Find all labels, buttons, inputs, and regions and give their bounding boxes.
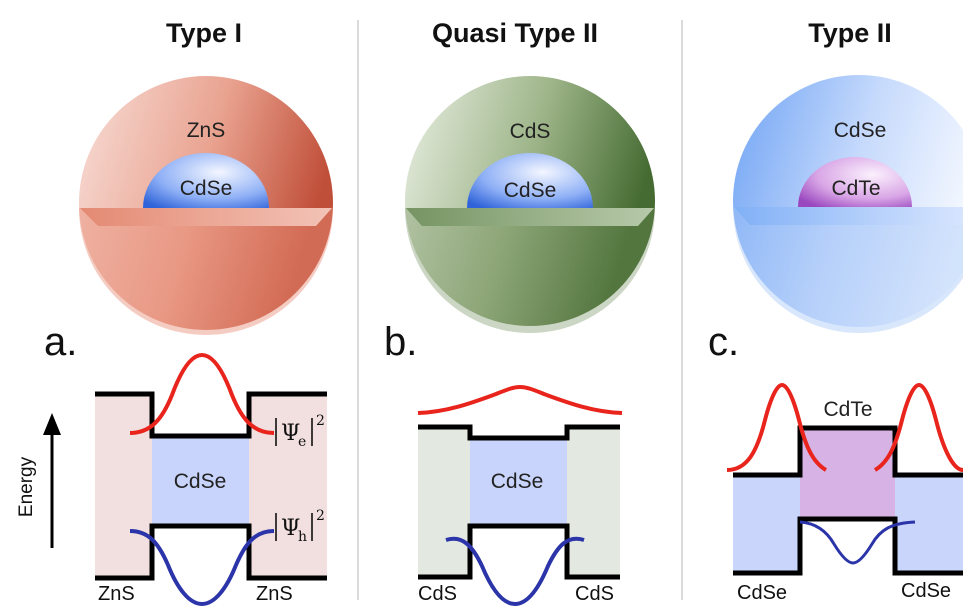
- core-cdte-c: [798, 157, 912, 207]
- band-diagram-quasi-type-ii: CdSe CdS CdS: [417, 384, 623, 607]
- band-diagram-type-ii: CdTe CdSe CdSe: [726, 382, 963, 604]
- core-label-c: CdTe: [831, 177, 880, 200]
- hole-wavefunction-a: [129, 529, 275, 607]
- sphere-quasi-type-ii: CdS CdSe: [405, 76, 655, 333]
- core-band-a: [152, 436, 249, 526]
- core-cdse-a: [143, 153, 269, 208]
- shell-label-b: CdS: [510, 120, 551, 143]
- electron-density-label: Ψ e 2: [275, 413, 325, 450]
- shell-band-left-b: [418, 427, 470, 577]
- band-diagram-type-i: CdSe ZnS ZnS Ψ e 2 Ψ h 2: [95, 352, 327, 607]
- band-core-label-b: CdSe: [491, 470, 544, 493]
- bottom-label-right-b: CdS: [575, 583, 614, 605]
- band-core-label-a: CdSe: [174, 470, 227, 493]
- psi-e-power: 2: [316, 413, 325, 429]
- title-type-ii: Type II: [808, 18, 892, 48]
- panel-letter-a: a.: [44, 320, 77, 364]
- core-band-c: [800, 428, 895, 519]
- core-label-b: CdSe: [504, 179, 557, 202]
- band-core-label-c: CdTe: [823, 398, 872, 421]
- core-cdse-b: [467, 153, 593, 208]
- bottom-label-left-b: CdS: [418, 583, 457, 605]
- conduction-band-edge-b: [418, 424, 620, 441]
- psi-h-symbol: Ψ: [281, 516, 300, 541]
- shell-band-right-b: [567, 427, 620, 577]
- valence-band-edge-c: [733, 516, 963, 576]
- bottom-label-right-a: ZnS: [256, 583, 293, 605]
- bottom-label-right-c: CdSe: [901, 580, 951, 602]
- hole-wavefunction-c: [799, 520, 916, 565]
- energy-axis-label: Energy: [16, 456, 37, 517]
- title-quasi-type-ii: Quasi Type II: [432, 18, 598, 48]
- valence-band-edge-a: [95, 523, 327, 581]
- sphere-type-ii: CdSe CdTe: [733, 75, 963, 333]
- psi-e-subscript: e: [298, 434, 306, 450]
- shell-band-left-a: [95, 394, 152, 578]
- bottom-label-left-c: CdSe: [737, 582, 787, 604]
- electron-wavefunction-b: [417, 384, 623, 415]
- sphere-type-i: ZnS CdSe: [79, 76, 333, 335]
- electron-wavefunction-c-left: [726, 382, 828, 472]
- core-label-a: CdSe: [180, 177, 233, 200]
- conduction-band-edge-a: [95, 391, 327, 439]
- conduction-band-edge-c: [733, 425, 963, 478]
- bottom-label-left-a: ZnS: [98, 583, 135, 605]
- title-type-i: Type I: [166, 18, 242, 48]
- electron-wavefunction-a: [129, 352, 275, 435]
- shell-label-c: CdSe: [834, 119, 887, 142]
- shell-band-right-a: [249, 394, 327, 578]
- hole-density-label: Ψ h 2: [275, 508, 325, 545]
- psi-e-symbol: Ψ: [281, 421, 300, 446]
- energy-axis: Energy: [16, 413, 61, 548]
- hole-wavefunction-b: [445, 536, 585, 607]
- shell-band-left-c: [733, 475, 800, 573]
- psi-h-subscript: h: [298, 529, 307, 545]
- core-band-b: [470, 438, 567, 526]
- valence-band-edge-b: [418, 523, 620, 580]
- panel-letter-b: b.: [384, 320, 417, 364]
- panel-letter-c: c.: [708, 320, 739, 364]
- shell-label-a: ZnS: [187, 119, 226, 142]
- electron-wavefunction-c-right: [873, 382, 963, 472]
- psi-h-power: 2: [316, 508, 325, 524]
